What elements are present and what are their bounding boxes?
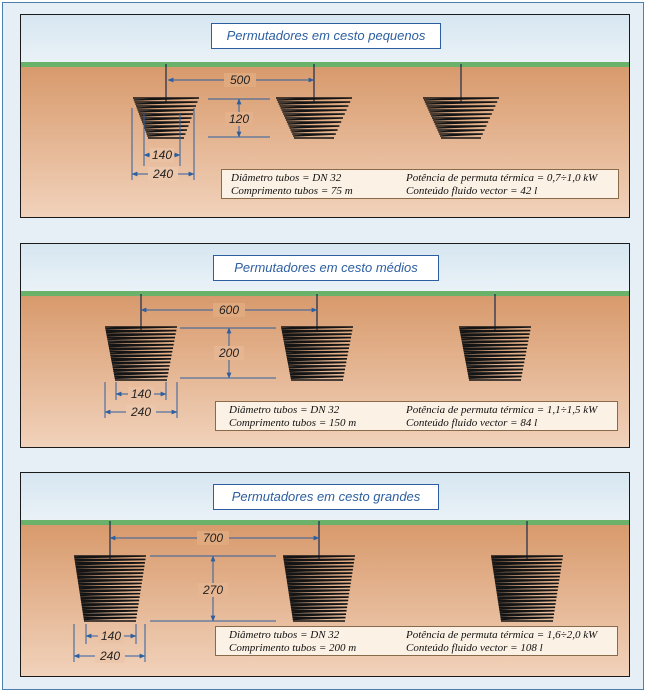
height-label: 270 (202, 583, 223, 597)
fluid-content: Conteúdo fluido vector = 108 l (406, 642, 543, 654)
spacing-label: 700 (203, 531, 223, 545)
height-label: 120 (229, 112, 249, 126)
dim-bg (148, 167, 178, 181)
fluid-content: Conteúdo fluido vector = 42 l (406, 185, 538, 197)
basket-exchanger (105, 294, 178, 381)
inner-width-label: 140 (131, 387, 151, 401)
info-box: Diâmetro tubos = DN 32 Comprimento tubos… (215, 401, 618, 431)
height-label: 200 (218, 346, 239, 360)
dim-bg (214, 346, 244, 360)
outer-width-label: 240 (152, 167, 173, 181)
coil (459, 326, 532, 381)
ground-line (21, 520, 629, 525)
outer-width-label: 240 (130, 405, 151, 419)
heat-exchange-power: Potência de permuta térmica = 1,6÷2,0 kW (406, 629, 598, 641)
panel-medium: Permutadores em cesto médios Diâmetro tu… (20, 243, 630, 448)
info-box: Diâmetro tubos = DN 32 Comprimento tubos… (215, 626, 618, 656)
ground-line (21, 291, 629, 296)
coil (74, 555, 147, 622)
tube-diameter: Diâmetro tubos = DN 32 (229, 629, 340, 641)
panel-small: Permutadores em cesto pequenos Diâmetro … (20, 14, 630, 218)
spacing-label: 600 (219, 303, 239, 317)
info-box: Diâmetro tubos = DN 32 Comprimento tubos… (221, 169, 619, 199)
dim-bg (98, 629, 124, 643)
dim-bg (95, 649, 125, 663)
heat-exchange-power: Potência de permuta térmica = 0,7÷1,0 kW (406, 172, 598, 184)
coil (283, 555, 356, 622)
tube-diameter: Diâmetro tubos = DN 32 (231, 172, 342, 184)
coil (491, 555, 564, 622)
dim-bg (224, 73, 256, 87)
ground-line (21, 62, 629, 67)
basket-exchanger (133, 64, 200, 139)
coil (423, 97, 500, 139)
basket-exchanger (283, 521, 356, 622)
heat-exchange-power: Potência de permuta térmica = 1,1÷1,5 kW (406, 404, 598, 416)
dim-bg (126, 405, 156, 419)
panel-title: Permutadores em cesto pequenos (211, 23, 441, 49)
coil (105, 326, 178, 381)
panel-title: Permutadores em cesto grandes (213, 484, 439, 510)
basket-exchanger (281, 294, 354, 381)
tube-length: Comprimento tubos = 150 m (229, 417, 357, 429)
dim-bg (198, 583, 228, 597)
basket-exchanger (276, 64, 353, 139)
inner-width-label: 140 (101, 629, 121, 643)
dim-bg (197, 531, 229, 545)
basket-exchanger (459, 294, 532, 381)
panel-title: Permutadores em cesto médios (213, 255, 439, 281)
fluid-content: Conteúdo fluido vector = 84 l (406, 417, 538, 429)
dim-bg (213, 303, 245, 317)
inner-width-label: 140 (152, 148, 172, 162)
outer-width-label: 240 (99, 649, 120, 663)
coil (276, 97, 353, 139)
tube-diameter: Diâmetro tubos = DN 32 (229, 404, 340, 416)
tube-length: Comprimento tubos = 200 m (229, 642, 357, 654)
coil (133, 97, 200, 139)
coil (281, 326, 354, 381)
tube-length: Comprimento tubos = 75 m (231, 185, 353, 197)
dim-bg (128, 387, 154, 401)
basket-exchanger (423, 64, 500, 139)
spacing-label: 500 (230, 73, 250, 87)
dim-bg (225, 112, 253, 126)
basket-exchanger (491, 521, 564, 622)
dim-bg (150, 148, 174, 162)
basket-exchanger (74, 521, 147, 622)
